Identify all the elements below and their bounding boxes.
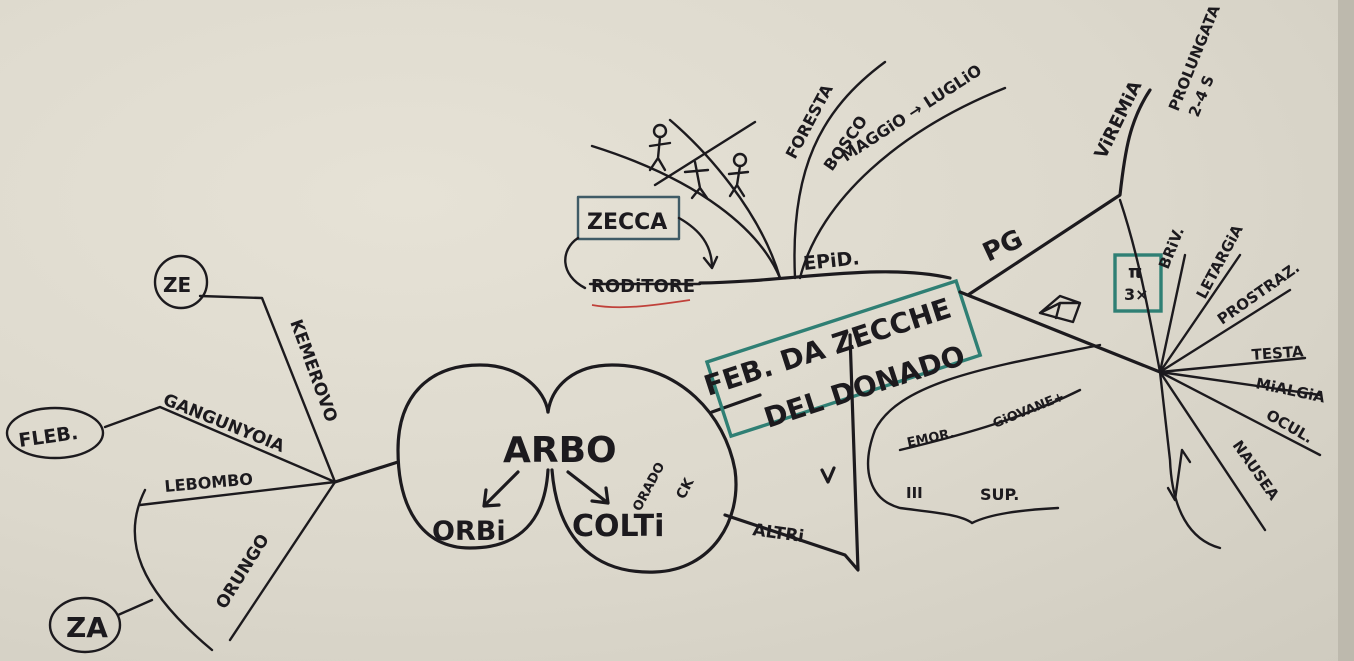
feb-box-group bbox=[704, 278, 983, 439]
label-prostrazione: PROSTRAZ. bbox=[1214, 258, 1303, 328]
spoke-nausea bbox=[1158, 370, 1267, 532]
stick-figure-icon-3 bbox=[683, 160, 710, 200]
ze-circle bbox=[153, 254, 209, 310]
emor-underline bbox=[898, 388, 1082, 452]
paper-edge bbox=[1338, 0, 1354, 661]
label-mialgia: MiALGiA bbox=[1254, 374, 1327, 406]
label-fleb: FLEB. bbox=[17, 422, 79, 452]
altri-arrow bbox=[820, 466, 836, 484]
label-epid: EPiD. bbox=[802, 247, 860, 275]
label-zecca: ZECCA bbox=[587, 210, 667, 235]
label-three-pi-count: 3× bbox=[1124, 285, 1149, 304]
label-viremia: ViREMiA bbox=[1091, 77, 1147, 162]
label-kemerovo: KEMEROVO bbox=[285, 317, 341, 425]
arrow-to-orbi bbox=[482, 470, 520, 508]
label-three-pi: π bbox=[1128, 262, 1142, 283]
branch-lebombo bbox=[138, 480, 337, 507]
zecca-roditore-cycle-left bbox=[564, 236, 587, 290]
label-nausea: NAUSEA bbox=[1229, 437, 1283, 504]
arrow-to-colti bbox=[566, 470, 610, 505]
forest-branch-3 bbox=[653, 120, 757, 187]
cube-icon bbox=[1038, 294, 1082, 324]
branch-za-curve bbox=[133, 488, 214, 652]
za-circle bbox=[48, 596, 122, 654]
spoke-briv bbox=[1158, 253, 1187, 374]
feb-to-hub-line bbox=[958, 290, 1162, 374]
spoke-down bbox=[1158, 370, 1222, 550]
label-ze: ZE bbox=[163, 273, 191, 297]
spoke-prostraz bbox=[1158, 288, 1292, 374]
label-emor: EMOR. bbox=[906, 426, 956, 451]
label-testa: TESTA bbox=[1251, 342, 1304, 364]
label-za: ZA bbox=[66, 611, 108, 644]
fleb-ellipse bbox=[5, 406, 105, 460]
spoke-letargia bbox=[1158, 253, 1242, 374]
arbo-bubble-right bbox=[546, 363, 738, 574]
label-sup: SUP. bbox=[980, 485, 1019, 504]
pg-branch bbox=[966, 88, 1152, 297]
label-letargia: LETARGiA bbox=[1193, 221, 1247, 301]
label-orungo: ORUNGO bbox=[212, 531, 273, 613]
epid-branch bbox=[698, 270, 952, 285]
label-orbi: ORBi bbox=[432, 516, 506, 547]
label-roditore: RODiTORE bbox=[591, 276, 695, 297]
maggio-branch bbox=[798, 86, 1007, 280]
forest-branch-2 bbox=[668, 118, 782, 280]
altri-line bbox=[723, 333, 860, 572]
feb-box bbox=[704, 278, 983, 439]
label-gangunyoia: GANGUNYOIA bbox=[160, 390, 288, 457]
pg-viremia-link bbox=[1118, 198, 1162, 374]
branch-gangunyoia bbox=[103, 405, 337, 484]
branch-kemerovo bbox=[198, 294, 337, 484]
label-maggio-luglio: MAGGiO → LUGLiO bbox=[838, 61, 985, 166]
stick-figure-icon-2 bbox=[727, 152, 750, 198]
branch-za-stub bbox=[116, 598, 154, 617]
spoke-testa bbox=[1158, 356, 1307, 374]
label-ck: CK bbox=[673, 475, 698, 502]
spoke-ocul bbox=[1158, 370, 1322, 457]
zecca-roditore-cycle-right bbox=[677, 216, 719, 270]
label-orado: ORADO bbox=[630, 460, 668, 514]
roditore-red-underline bbox=[591, 299, 691, 309]
three-pi-box bbox=[1113, 253, 1163, 313]
arbo-to-left-hub-line bbox=[333, 460, 400, 484]
label-giovane: GiOVANE+ bbox=[991, 389, 1067, 431]
label-colti: COLTi bbox=[572, 509, 664, 544]
label-altri: ALTRi bbox=[751, 520, 805, 547]
spoke-mialgia bbox=[1158, 370, 1322, 397]
stick-figure-icon bbox=[648, 123, 672, 172]
foresta-branch bbox=[793, 60, 887, 280]
arbo-to-feb-line bbox=[710, 393, 762, 414]
emor-curve bbox=[867, 343, 1102, 525]
branch-orungo bbox=[228, 480, 337, 642]
label-ocul: OCUL. bbox=[1263, 406, 1316, 447]
spoke-arrow bbox=[1166, 448, 1192, 502]
forest-branch-1 bbox=[590, 144, 782, 280]
label-arbo: ARBO bbox=[503, 430, 617, 471]
label-sup-marks: III bbox=[906, 484, 923, 502]
arbo-bubble-left bbox=[396, 363, 550, 550]
